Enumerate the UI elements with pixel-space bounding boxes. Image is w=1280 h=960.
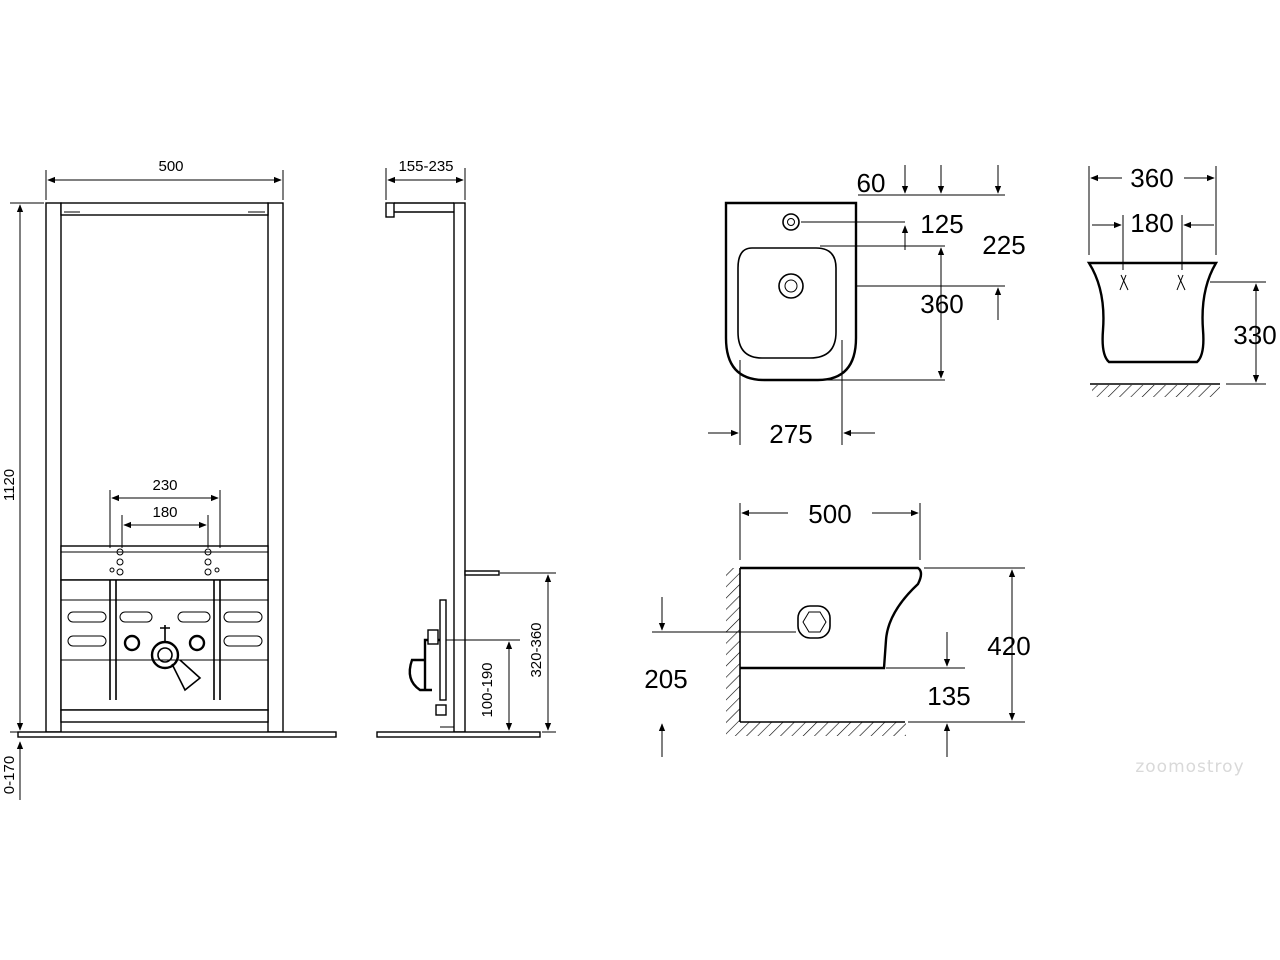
dim-frame-height: 1120 <box>1 469 18 501</box>
bidet-front-outline <box>1086 261 1219 364</box>
frame-right-post <box>267 202 284 733</box>
frame-top-bar <box>60 202 269 216</box>
frame-front-view: 500 1120 0-170 230 180 <box>1 158 337 800</box>
dim-floor-adjust: 0-170 <box>1 756 18 794</box>
bidet-side-outline <box>740 566 923 670</box>
dim-front-height: 330 <box>1233 320 1276 350</box>
dim-side-height: 420 <box>987 631 1030 661</box>
bidet-bowl-outline <box>737 247 837 359</box>
side-outlet <box>797 605 831 639</box>
frame-left-post <box>45 202 62 733</box>
dim-outlet-height: 205 <box>644 664 687 694</box>
drain-hole <box>778 273 804 299</box>
dim-outer-spacing: 230 <box>152 477 177 494</box>
dim-rim-offset: 135 <box>927 681 970 711</box>
dim-360-top: 360 <box>920 289 963 319</box>
dim-lower-height: 100-190 <box>479 662 496 717</box>
watermark: zoomostroy <box>1135 757 1244 777</box>
dim-125: 125 <box>920 209 963 239</box>
side-floor-plate <box>376 731 541 738</box>
bidet-side-view: 500 420 205 135 zoomostroy <box>644 499 1244 777</box>
dim-side-length: 500 <box>808 499 851 529</box>
tap-hole <box>782 213 800 231</box>
frame-mounting-panel <box>60 545 269 581</box>
frame-side-view: 155-235 320-360 100-190 <box>376 158 556 738</box>
dim-275: 275 <box>769 419 812 449</box>
side-post <box>453 202 466 733</box>
bidet-top-view: 60 125 225 360 275 <box>708 165 1026 449</box>
dim-hole-spacing: 180 <box>1130 208 1173 238</box>
water-connection-left <box>123 634 141 652</box>
dim-225: 225 <box>982 230 1025 260</box>
bidet-top-outline <box>724 201 858 382</box>
dim-frame-width: 500 <box>158 158 183 175</box>
dim-inner-spacing: 180 <box>152 504 177 521</box>
dim-60: 60 <box>857 168 886 198</box>
dim-upper-height: 320-360 <box>528 622 545 677</box>
water-connection-right <box>188 634 206 652</box>
dim-frame-depth: 155-235 <box>398 158 453 175</box>
frame-floor-plate <box>17 731 337 738</box>
bidet-front-view: 360 180 330 <box>1086 163 1277 397</box>
dim-front-width: 360 <box>1130 163 1173 193</box>
